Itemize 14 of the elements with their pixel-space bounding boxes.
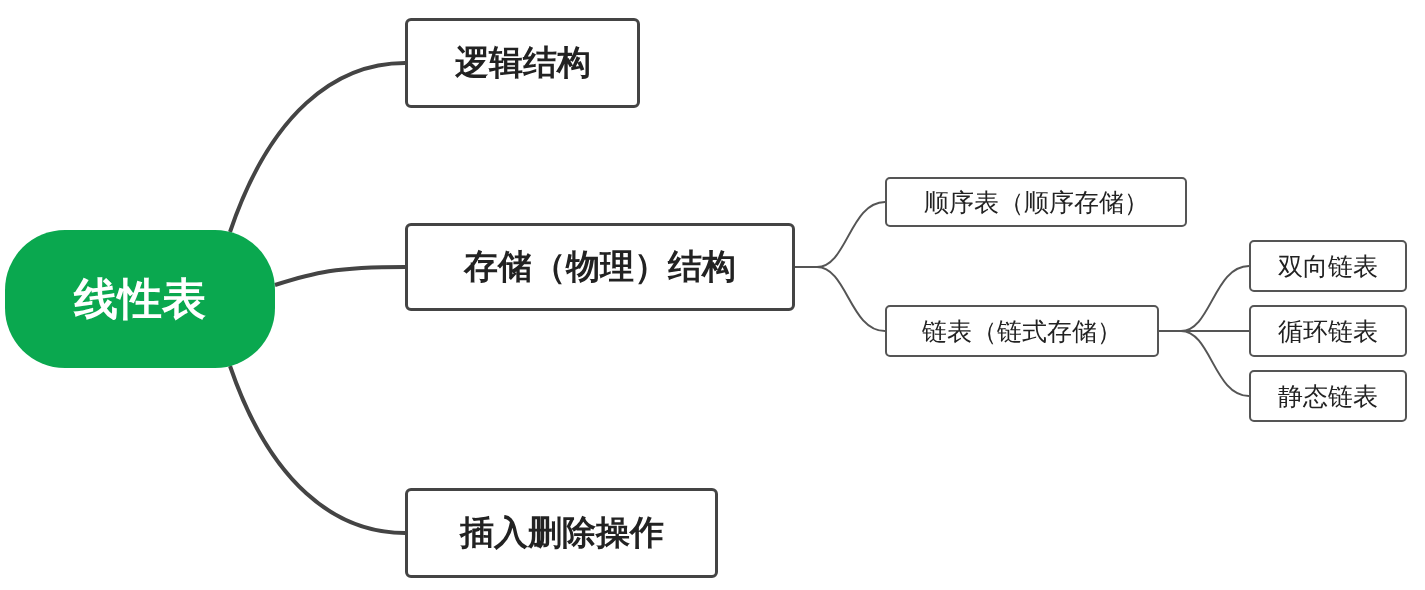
connector-line: [274, 265, 405, 287]
connector-line: [794, 266, 886, 332]
topic-box: 存储（物理）结构: [405, 223, 795, 311]
topic-box: 插入删除操作: [405, 488, 718, 578]
subtopic-box: 链表（链式存储）: [885, 305, 1159, 357]
connector-line: [228, 61, 406, 233]
subtopic-box: 双向链表: [1249, 240, 1407, 292]
subtopic-box: 循环链表: [1249, 305, 1407, 357]
connector-line: [228, 365, 406, 535]
root-topic: 线性表: [5, 230, 275, 368]
topic-box: 逻辑结构: [405, 18, 640, 108]
subtopic-box: 静态链表: [1249, 370, 1407, 422]
subtopic-box: 顺序表（顺序存储）: [885, 177, 1187, 227]
connector-line: [1158, 330, 1250, 397]
